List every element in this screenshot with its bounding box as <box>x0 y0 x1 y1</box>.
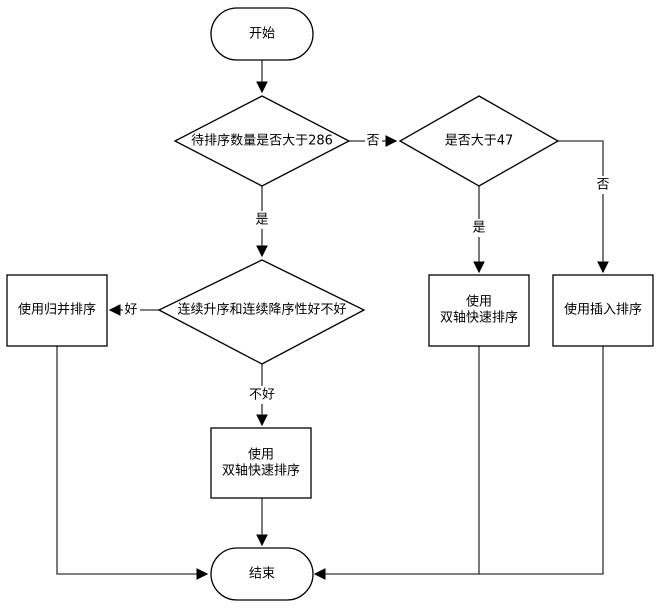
label-47-yes: 是 <box>472 221 485 236</box>
decision-47-node: 是否大于47 <box>398 95 560 187</box>
label-count-no: 否 <box>366 134 379 149</box>
dual-pivot-bottom-node: 使用 双轴快速排序 <box>210 427 312 499</box>
edge-merge-to-end <box>56 346 209 580</box>
dual-pivot-right-line1: 使用 <box>466 294 492 310</box>
label-47-no: 否 <box>596 178 609 193</box>
insertion-sort-label: 使用插入排序 <box>564 302 642 318</box>
edge-47-no <box>558 140 609 274</box>
decision-monotonic-label: 连续升序和连续降序性好不好 <box>177 302 346 318</box>
edge-labels: 否 是 是 否 好 不好 <box>123 132 611 404</box>
dual-pivot-right-node: 使用 双轴快速排序 <box>428 274 530 347</box>
dual-pivot-bottom-line1: 使用 <box>248 447 274 463</box>
label-count-yes: 是 <box>255 213 268 228</box>
end-node: 结束 <box>210 547 314 601</box>
decision-count-node: 待排序数量是否大于286 <box>173 95 351 187</box>
decision-monotonic-node: 连续升序和连续降序性好不好 <box>157 259 366 365</box>
decision-47-label: 是否大于47 <box>445 134 514 149</box>
end-label: 结束 <box>249 567 275 582</box>
insertion-sort-node: 使用插入排序 <box>552 274 654 347</box>
nodes: 开始 待排序数量是否大于286 是否大于47 连续升序和连续降序性好不好 使用归… <box>6 7 654 601</box>
merge-sort-label: 使用归并排序 <box>18 302 96 318</box>
decision-count-label: 待排序数量是否大于286 <box>191 134 333 149</box>
dual-pivot-bottom-line2: 双轴快速排序 <box>222 464 300 479</box>
edge-insertion-to-end <box>479 346 604 575</box>
label-mono-good: 好 <box>124 303 137 318</box>
label-mono-bad: 不好 <box>249 388 275 403</box>
start-label: 开始 <box>249 27 275 42</box>
start-node: 开始 <box>210 7 314 61</box>
merge-sort-node: 使用归并排序 <box>6 274 108 347</box>
dual-pivot-right-line2: 双轴快速排序 <box>440 311 518 326</box>
edge-right-to-end <box>313 346 480 580</box>
